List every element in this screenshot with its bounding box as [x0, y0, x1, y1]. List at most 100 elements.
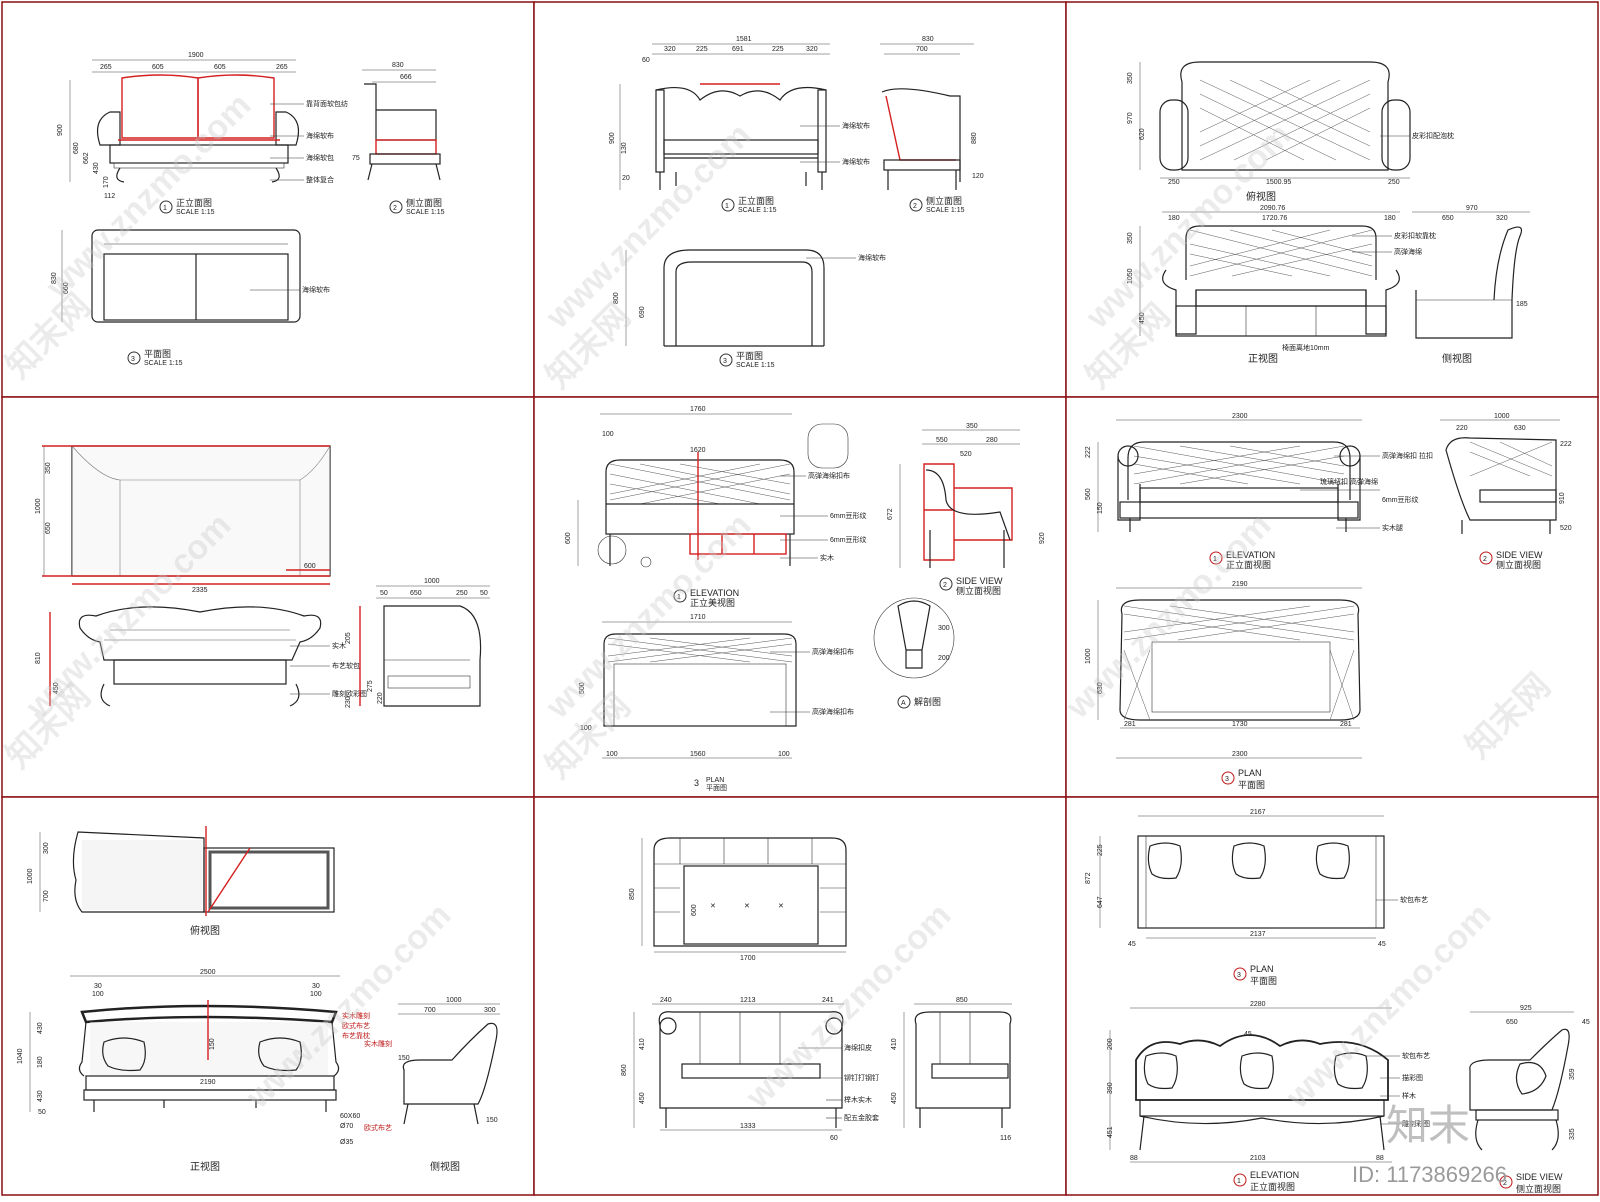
- p1-dim: 1900: [188, 52, 204, 59]
- p3-dim: 970: [1466, 205, 1478, 212]
- p1-side-elevation: 830 666 75: [352, 62, 441, 181]
- p6-dim: 1730: [1232, 721, 1248, 728]
- p3-dim: 185: [1516, 301, 1528, 308]
- p4-dim: 810: [35, 652, 42, 664]
- p5-dim: 520: [960, 451, 972, 458]
- p2-dim: 225: [696, 46, 708, 53]
- p7-dim: Ø70: [340, 1123, 353, 1130]
- p1-dim: 605: [152, 64, 164, 71]
- p9-dim: 359: [1569, 1068, 1576, 1080]
- p2-dim: 830: [922, 36, 934, 43]
- p2-dim: 20: [622, 175, 630, 182]
- p3-note: 高弹海绵: [1394, 247, 1422, 256]
- p6-plan: 2190 1000 630 281 1730 281 2300 3 PLAN 平…: [1085, 581, 1362, 790]
- p3-caption: 侧视图: [1442, 352, 1472, 365]
- p2-caption-no: 2: [913, 203, 917, 210]
- p1-dim: 830: [51, 272, 58, 284]
- p5-note: 高弹海绵扣布: [808, 471, 850, 480]
- p8-dim: 1213: [740, 997, 756, 1004]
- p5-dim: 1620: [690, 447, 706, 454]
- p2-caption-title: 正立面图: [738, 195, 774, 206]
- p9-dim: 451: [1107, 1126, 1114, 1138]
- p3-dim: 1500.95: [1266, 179, 1291, 186]
- p7-dim: 100: [310, 991, 322, 998]
- p7-note: 实木雕刻: [342, 1011, 370, 1020]
- p3-dim: 320: [1496, 215, 1508, 222]
- p4-dim: 50: [380, 590, 388, 597]
- p6-note: 高弹海绵扣 拉扣: [1382, 451, 1433, 460]
- p5-dim: 300: [938, 625, 950, 632]
- site-logo: 知末: [1386, 1102, 1470, 1149]
- p6-dim: 2300: [1232, 751, 1248, 758]
- p4-plan: 350 1000 650 2335 600: [35, 445, 331, 594]
- p4-dim: 650: [45, 522, 52, 534]
- p7-dim: 1000: [27, 868, 34, 884]
- p8-dim: 850: [629, 888, 636, 900]
- p9-plan: 2167 225 872 647 2137 45 45 软包布艺 3 PLAN …: [1085, 809, 1428, 986]
- p1-dim: 265: [276, 64, 288, 71]
- p7-dim: 30: [94, 983, 102, 990]
- p7-dim: 700: [424, 1007, 436, 1014]
- p4-dim: 50: [480, 590, 488, 597]
- p5-dim: 200: [938, 655, 950, 662]
- p9-note: 软包布艺: [1402, 1051, 1430, 1060]
- p6-dim: 630: [1514, 425, 1526, 432]
- p3-side-view: 970 650 320 185 侧视图: [1412, 205, 1530, 365]
- p6-dim: 150: [1097, 502, 1104, 514]
- p9-dim: 335: [1569, 1128, 1576, 1140]
- p7-caption: 俯视图: [190, 924, 220, 937]
- p7-front-view: 2500 30 100 30 100 150 2190 1040 430 180…: [17, 969, 370, 1173]
- p7-note: 欧式布艺: [342, 1021, 370, 1030]
- p7-dim: 150: [486, 1117, 498, 1124]
- p3-dim: 250: [1168, 179, 1180, 186]
- p9-plan-en: PLAN: [1250, 964, 1274, 974]
- p9-side: 925 650 45 359 335 2 SIDE VIEW 侧立面视图: [1469, 1005, 1590, 1194]
- p1-caption-title: 正立面图: [176, 197, 212, 208]
- p4-dim: 1000: [424, 578, 440, 585]
- p7-caption: 侧视图: [430, 1160, 460, 1173]
- p9-dim: 390: [1107, 1082, 1114, 1094]
- p7-dim: 100: [92, 991, 104, 998]
- p7-dim: 150: [209, 1038, 216, 1050]
- p7-side-view: 1000 700 300 150 150 60X60 Ø70 Ø35 欧式布艺 …: [340, 997, 500, 1173]
- p2-dim: 691: [732, 46, 744, 53]
- p5-dim: 1760: [690, 406, 706, 413]
- p6-elevation: 2300 222 560 150 高弹海绵扣 拉扣 琉璃纽扣 高弹海绵 6mm豆…: [1085, 413, 1433, 570]
- p9-elev-en: ELEVATION: [1250, 1170, 1299, 1180]
- p9-side-en: SIDE VIEW: [1516, 1172, 1563, 1182]
- p6-side-en: SIDE VIEW: [1496, 550, 1543, 560]
- p1-front-elevation: 1900 265 605 605 265 900 680 662 430 170…: [57, 52, 348, 200]
- p6-dim: 520: [1560, 525, 1572, 532]
- p8-dim: 450: [639, 1092, 646, 1104]
- p8-dim: 850: [956, 997, 968, 1004]
- p2-plan: 800 690 海绵软布: [613, 249, 886, 347]
- p2-dim: 130: [621, 142, 628, 154]
- p7-note: 布艺靠枕: [342, 1031, 370, 1040]
- p1-caption-no: 2: [393, 205, 397, 212]
- p5-elev-en: ELEVATION: [690, 588, 739, 598]
- p1-note: 海绵软布: [302, 285, 330, 294]
- p4-dim: 600: [304, 563, 316, 570]
- p6-elev-no: 1: [1213, 556, 1217, 563]
- p9-dim: 45: [1582, 1019, 1590, 1026]
- p2-dim: 900: [609, 132, 616, 144]
- p8-dim: 1333: [740, 1123, 756, 1130]
- p6-dim: 630: [1097, 682, 1104, 694]
- p6-elev-en: ELEVATION: [1226, 550, 1275, 560]
- p2-caption-title: 侧立面图: [926, 195, 962, 206]
- p1-dim: 75: [352, 155, 360, 162]
- panel-9-sofa-drawing: 2167 225 872 647 2137 45 45 软包布艺 3 PLAN …: [1085, 809, 1590, 1194]
- p7-note: 欧式布艺: [364, 1123, 392, 1132]
- p2-dim: 120: [972, 173, 984, 180]
- p7-dim: 1040: [17, 1048, 24, 1064]
- p1-caption-scale: SCALE 1:15: [406, 209, 445, 216]
- p3-dim: 250: [1388, 179, 1400, 186]
- p9-elev-no: 1: [1237, 1178, 1241, 1185]
- p1-dim: 112: [104, 193, 115, 200]
- p8-dim: 116: [1000, 1135, 1011, 1142]
- p9-dim: 2280: [1250, 1001, 1266, 1008]
- p9-dim: 2103: [1250, 1155, 1266, 1162]
- p2-caption-no: 1: [725, 203, 729, 210]
- p8-note: 榉木实木: [844, 1095, 872, 1104]
- p1-dim: 660: [63, 282, 70, 294]
